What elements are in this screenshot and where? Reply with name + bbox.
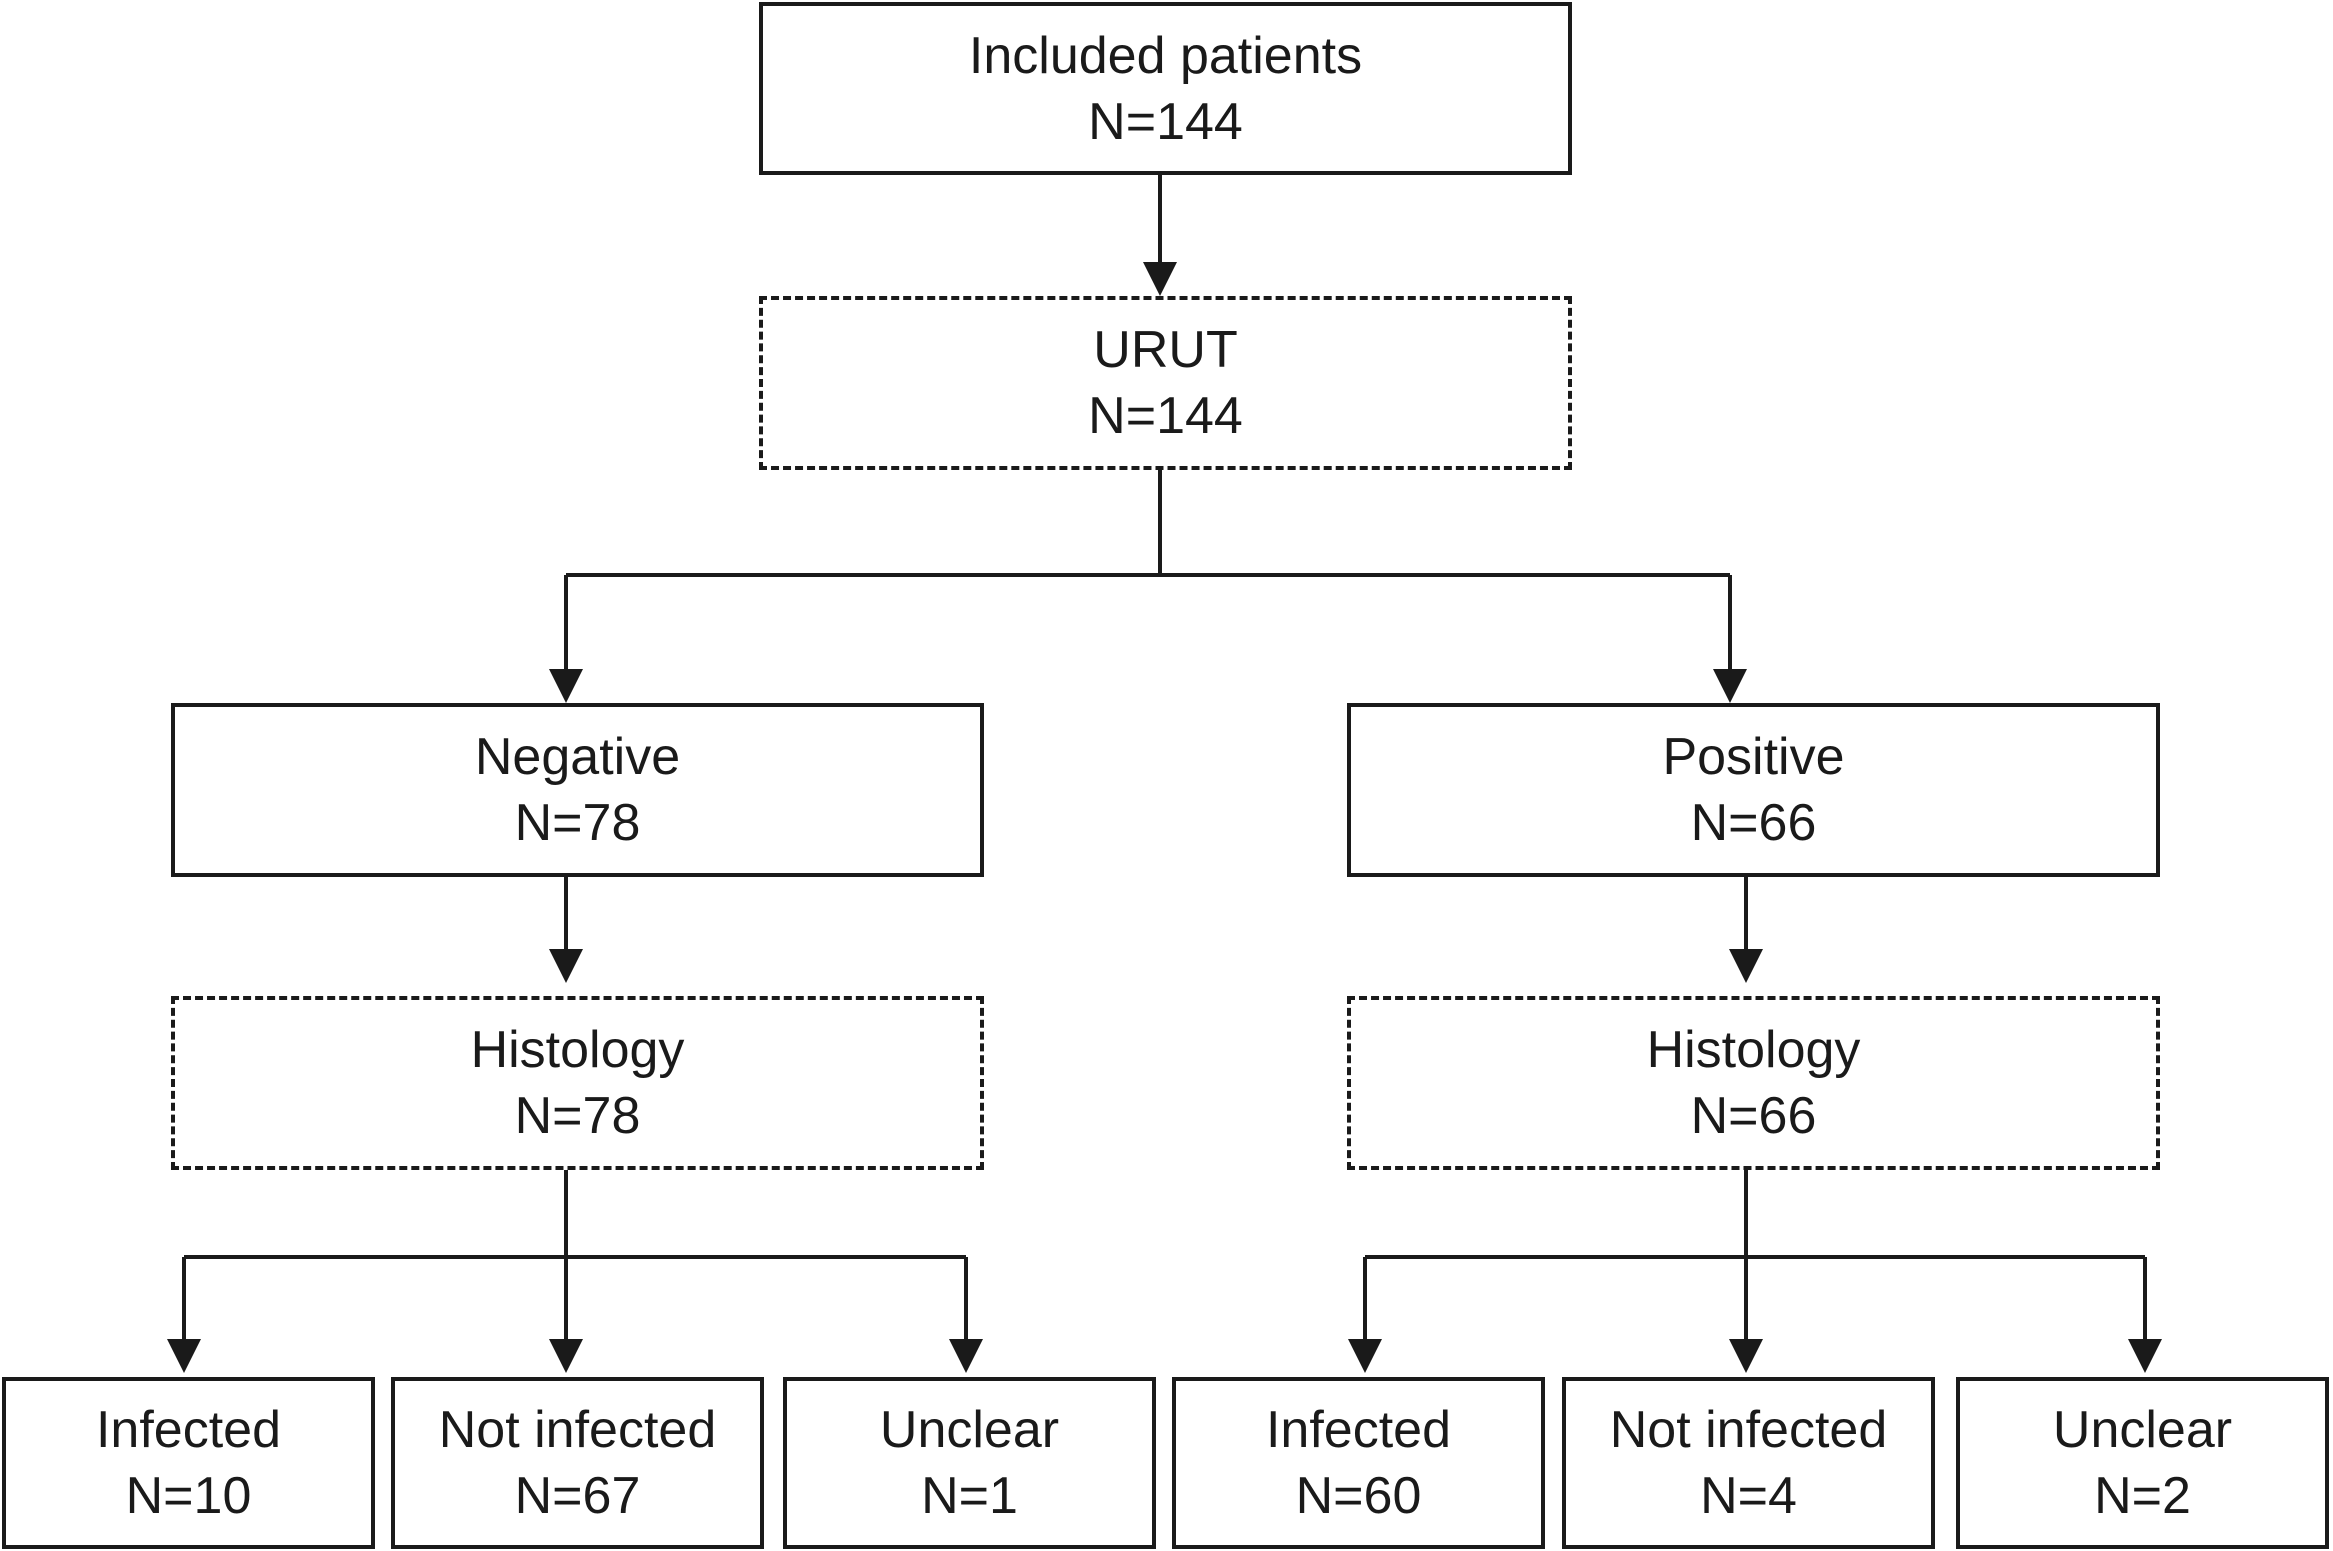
node-positive-unclear: Unclear N=2 [1956, 1377, 2329, 1549]
arrowhead [167, 1339, 201, 1373]
node-positive-not-infected: Not infected N=4 [1562, 1377, 1935, 1549]
arrowhead [1729, 949, 1763, 983]
arrowhead [549, 949, 583, 983]
node-positive-infected: Infected N=60 [1172, 1377, 1545, 1549]
node-count: N=144 [1088, 92, 1243, 151]
node-label: Histology [470, 1021, 685, 1079]
arrowhead [1713, 669, 1747, 703]
node-count: N=10 [125, 1467, 252, 1525]
node-negative-unclear: Unclear N=1 [783, 1377, 1156, 1549]
node-count: N=67 [514, 1467, 641, 1525]
arrowhead [2128, 1339, 2162, 1373]
node-label: Unclear [879, 1401, 1060, 1459]
node-label: Positive [1662, 728, 1845, 786]
node-negative-not-infected: Not infected N=67 [391, 1377, 764, 1549]
node-count: N=78 [514, 1087, 641, 1145]
node-label: Infected [1265, 1401, 1452, 1459]
arrowhead [1729, 1339, 1763, 1373]
node-count: N=2 [2094, 1467, 2191, 1525]
arrowhead [949, 1339, 983, 1373]
node-positive: Positive N=66 [1347, 703, 2160, 877]
arrowhead [549, 1339, 583, 1373]
node-included-patients: Included patients N=144 [759, 2, 1572, 175]
node-count: N=4 [1700, 1467, 1797, 1525]
node-negative-infected: Infected N=10 [2, 1377, 375, 1549]
node-label: Histology [1646, 1021, 1861, 1079]
node-histology-negative: Histology N=78 [171, 996, 984, 1170]
arrowhead [549, 669, 583, 703]
node-label: Not infected [1609, 1401, 1888, 1459]
node-label: URUT [1093, 321, 1238, 379]
node-count: N=78 [514, 794, 641, 852]
node-count: N=144 [1088, 387, 1243, 445]
node-count: N=1 [921, 1467, 1018, 1525]
node-label: Included patients [968, 26, 1363, 85]
arrowhead [1143, 262, 1177, 296]
arrowhead [1348, 1339, 1382, 1373]
node-negative: Negative N=78 [171, 703, 984, 877]
node-label: Not infected [438, 1401, 717, 1459]
node-count: N=66 [1690, 794, 1817, 852]
node-histology-positive: Histology N=66 [1347, 996, 2160, 1170]
node-count: N=66 [1690, 1087, 1817, 1145]
node-label: Unclear [2052, 1401, 2233, 1459]
node-urut: URUT N=144 [759, 296, 1572, 470]
node-label: Negative [474, 728, 681, 786]
node-label: Infected [95, 1401, 282, 1459]
node-count: N=60 [1295, 1467, 1422, 1525]
